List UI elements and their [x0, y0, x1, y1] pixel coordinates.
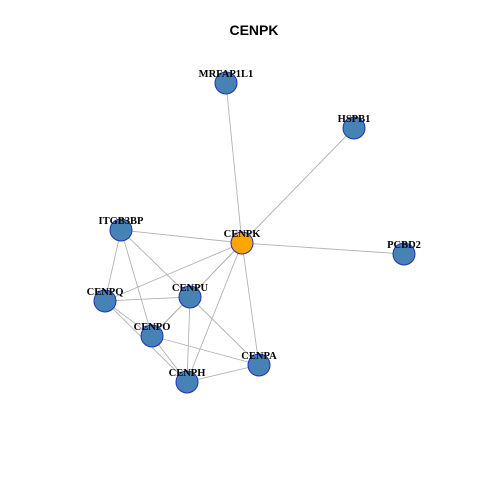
node-cenph	[175, 370, 199, 394]
diagram-title: CENPK	[229, 22, 278, 38]
edge-cenpk-cenpa	[241, 242, 260, 366]
node-cenpq	[93, 289, 117, 313]
node-label-cenpa: CENPA	[241, 351, 277, 362]
node-cenpa	[247, 353, 271, 377]
node-label-cenpq: CENPQ	[87, 287, 124, 298]
edge-cenpk-mrfap1l1	[225, 82, 243, 244]
node-pcbd2	[392, 242, 416, 266]
node-cenpu	[178, 285, 202, 309]
nodes-layer	[93, 71, 416, 394]
node-hspb1	[342, 116, 366, 140]
edge-cenpk-hspb1	[241, 127, 355, 244]
node-label-hspb1: HSPB1	[338, 114, 371, 125]
edge-cenpu-cenph	[186, 296, 191, 383]
node-cenpo	[140, 324, 164, 348]
node-itgb3bp	[109, 218, 133, 242]
edge-itgb3bp-cenpo	[120, 229, 153, 337]
node-label-cenpo: CENPO	[134, 322, 171, 333]
edge-itgb3bp-cenpu	[120, 229, 191, 298]
node-label-itgb3bp: ITGB3BP	[99, 216, 145, 227]
edge-cenph-cenpa	[186, 364, 260, 383]
node-label-mrfap1l1: MRFAP1L1	[199, 69, 254, 80]
node-label-pcbd2: PCBD2	[387, 240, 421, 251]
node-cenpk	[230, 231, 254, 255]
edge-itgb3bp-cenpq	[104, 229, 122, 302]
edge-cenpk-cenph	[186, 242, 243, 383]
edge-cenpk-itgb3bp	[120, 229, 243, 244]
node-label-cenph: CENPH	[169, 368, 206, 379]
edge-cenpk-pcbd2	[241, 242, 405, 255]
node-mrfap1l1	[214, 71, 238, 95]
node-label-cenpu: CENPU	[172, 283, 209, 294]
edge-cenpk-cenpq	[104, 242, 243, 302]
edge-cenpu-cenpa	[189, 296, 260, 366]
edge-cenpo-cenpa	[151, 335, 260, 366]
node-label-cenpk: CENPK	[224, 229, 262, 240]
edge-cenpq-cenpu	[104, 296, 191, 302]
